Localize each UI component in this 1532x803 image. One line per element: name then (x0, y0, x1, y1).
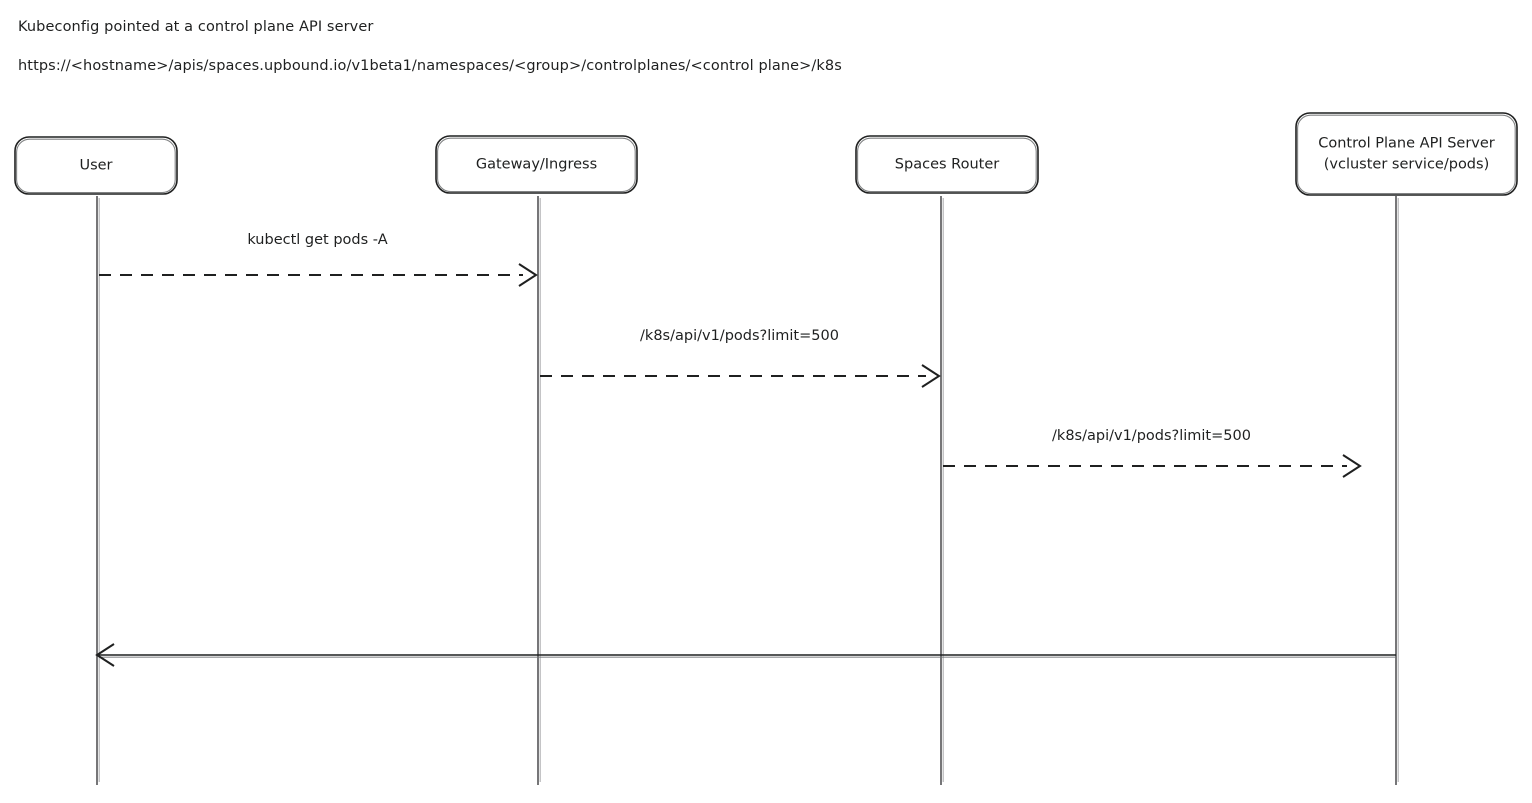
message-msg-4[interactable] (95, 643, 1396, 667)
message-msg-3[interactable]: /k8s/api/v1/pods?limit=500 (943, 428, 1362, 478)
participant-spaces-router[interactable]: Spaces Router (855, 135, 1039, 194)
lifeline-user (96, 196, 100, 785)
message-label-msg-2: /k8s/api/v1/pods?limit=500 (640, 328, 839, 344)
participant-label-control-plane: (vcluster service/pods) (1324, 157, 1489, 173)
lifeline-spaces-router (940, 196, 944, 785)
participant-gateway[interactable]: Gateway/Ingress (435, 135, 638, 194)
arrow-head-msg-2 (921, 364, 941, 388)
message-label-msg-1: kubectl get pods -A (247, 232, 387, 248)
message-msg-1[interactable]: kubectl get pods -A (99, 232, 538, 287)
participant-label-gateway: Gateway/Ingress (476, 157, 597, 173)
message-msg-2[interactable]: /k8s/api/v1/pods?limit=500 (540, 328, 941, 388)
diagram-url-line: https://<hostname>/apis/spaces.upbound.i… (18, 58, 842, 74)
participant-label-user: User (79, 158, 112, 174)
lifeline-control-plane (1395, 196, 1399, 785)
arrow-head-msg-1 (518, 263, 538, 287)
arrow-head-msg-4 (95, 643, 115, 667)
diagram-caption-line-1: Kubeconfig pointed at a control plane AP… (18, 19, 374, 35)
participant-user[interactable]: User (14, 136, 178, 195)
arrow-head-msg-3 (1342, 454, 1362, 478)
participant-label-spaces-router: Spaces Router (895, 157, 999, 173)
participant-control-plane[interactable]: Control Plane API Server (vcluster servic… (1295, 112, 1518, 196)
participant-label-control-plane: Control Plane API Server (1318, 136, 1495, 152)
message-label-msg-3: /k8s/api/v1/pods?limit=500 (1052, 428, 1251, 444)
lifeline-gateway (537, 196, 541, 785)
